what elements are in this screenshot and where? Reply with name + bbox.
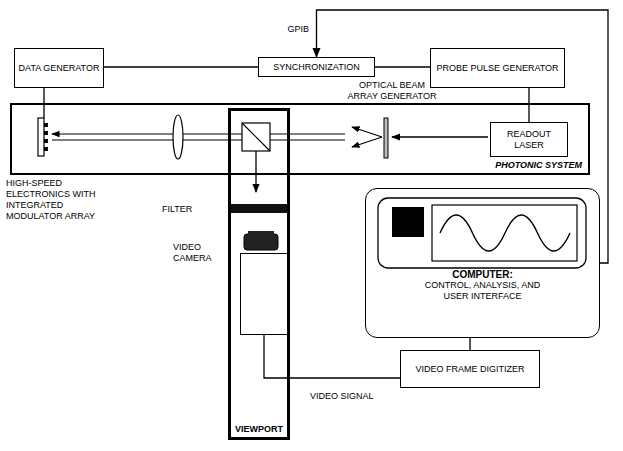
modulator-array xyxy=(38,118,44,156)
connector-line xyxy=(375,66,430,67)
camera-body: VIDEO CAMERA xyxy=(240,253,288,335)
connector-line xyxy=(104,66,258,67)
beam-splitter-diagonal xyxy=(242,123,270,151)
node-label: COMPUTER: xyxy=(452,269,513,280)
connector-line xyxy=(264,335,400,378)
node-label: PHOTONIC SYSTEM xyxy=(495,160,582,171)
optical-beam xyxy=(52,133,345,134)
beam-array-plate xyxy=(384,118,388,158)
node-label: VIDEO CAMERA xyxy=(173,242,233,264)
node-label: CONTROL, ANALYSIS, AND USER INTERFACE xyxy=(423,280,543,302)
node-label: SYNCHRONIZATION xyxy=(270,62,362,73)
node-label: VIEWPORT xyxy=(235,424,283,435)
system-region: PHOTONIC SYSTEM READOUT LASER xyxy=(10,103,590,175)
optical-beam xyxy=(255,151,256,192)
camera-lens xyxy=(244,234,278,250)
generator-box: DATA GENERATOR xyxy=(14,48,104,88)
sine-wave xyxy=(440,215,570,251)
filter xyxy=(231,204,287,213)
optical-beam xyxy=(52,139,345,140)
part-label: HIGH-SPEED ELECTRONICS WITH INTEGRATED M… xyxy=(6,178,114,222)
connector-line xyxy=(469,338,470,350)
node-label: DATA GENERATOR xyxy=(16,63,103,74)
connector-line xyxy=(528,88,529,122)
connector-line xyxy=(317,10,609,263)
lens xyxy=(173,115,183,159)
signal-label: GPIB xyxy=(287,24,311,35)
laser-box: READOUT LASER xyxy=(490,122,568,157)
viewport-region: VIEWPORT VIDEO CAMERA xyxy=(228,108,290,440)
optical-beam xyxy=(352,137,382,147)
laser-beam xyxy=(392,136,488,137)
modulator-elements xyxy=(44,123,48,151)
sync-box: SYNCHRONIZATION xyxy=(258,57,375,77)
node-label: PROBE PULSE GENERATOR xyxy=(433,63,561,74)
digitizer-box: VIDEO FRAME DIGITIZER xyxy=(400,350,540,388)
beam-splitter xyxy=(242,123,270,151)
camera-lens xyxy=(248,231,274,235)
node-label: READOUT LASER xyxy=(491,129,567,151)
part-label: FILTER xyxy=(162,204,222,215)
waveform-window xyxy=(432,205,577,261)
optical-beam xyxy=(352,127,382,137)
node-label: VIDEO FRAME DIGITIZER xyxy=(412,364,527,375)
screen-image xyxy=(392,207,424,237)
signal-label: VIDEO SIGNAL xyxy=(309,391,375,402)
computer-box: COMPUTER:CONTROL, ANALYSIS, AND USER INT… xyxy=(365,188,600,338)
monitor-screen xyxy=(378,198,586,268)
generator-box: PROBE PULSE GENERATOR xyxy=(430,48,565,88)
part-label: OPTICAL BEAM ARRAY GENERATOR xyxy=(343,80,441,102)
